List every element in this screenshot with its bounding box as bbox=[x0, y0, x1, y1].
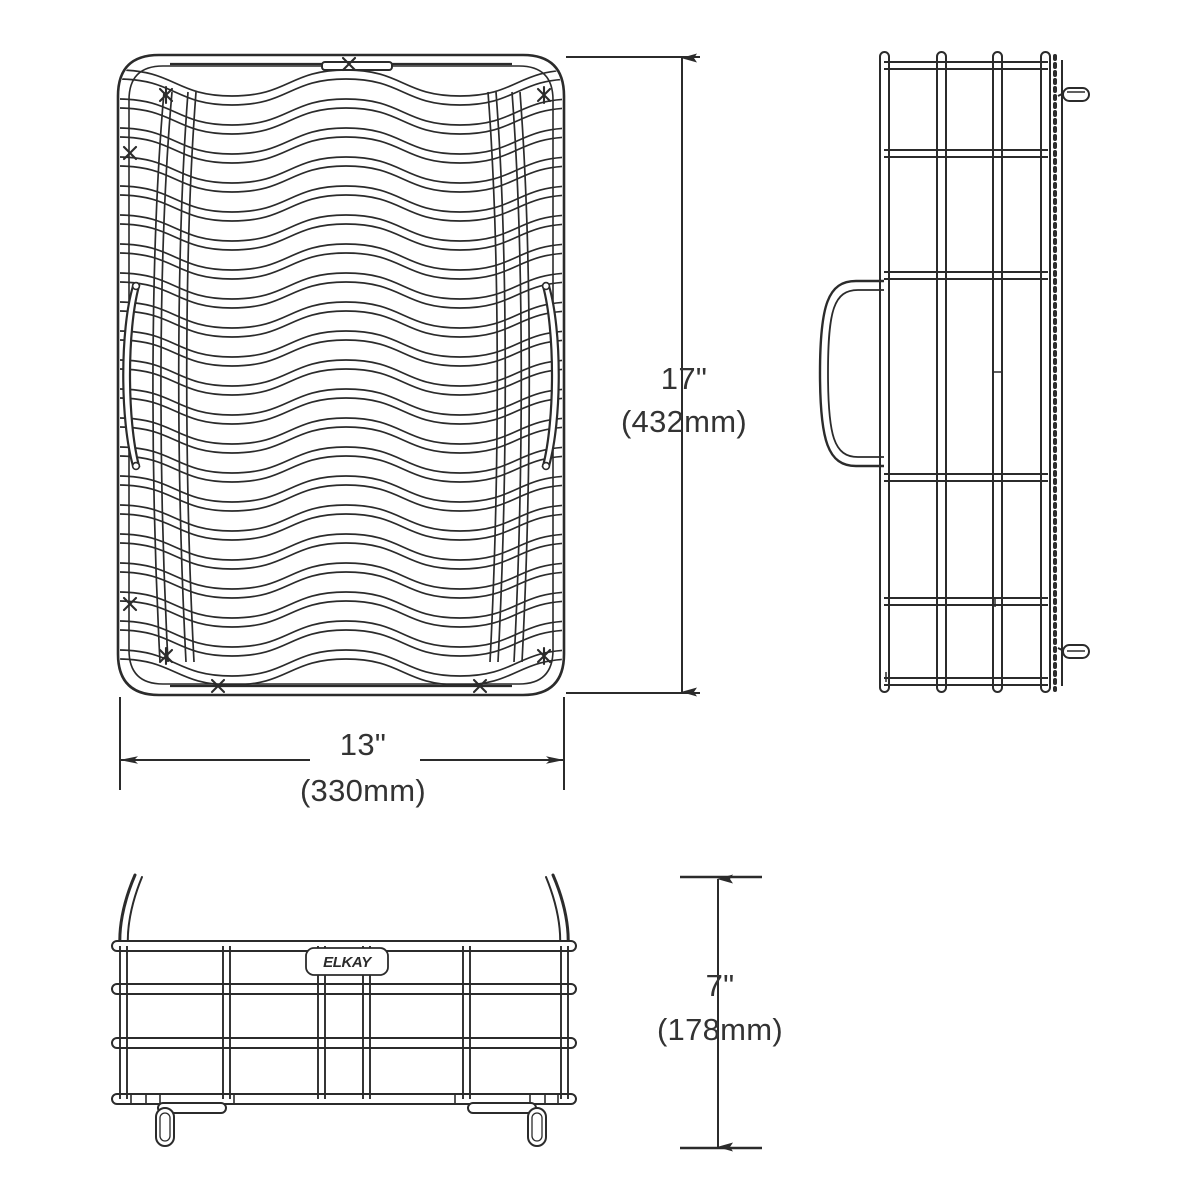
top-view-inner-rim bbox=[128, 65, 554, 685]
side-view-foot-top bbox=[1057, 87, 1090, 102]
front-view-logo-plate bbox=[305, 947, 389, 976]
dimension-width-imperial: 13" bbox=[340, 727, 386, 762]
front-view-foot-left bbox=[155, 1102, 227, 1147]
top-view-outer-rim bbox=[116, 53, 566, 697]
dimension-depth: 7" (178mm) bbox=[657, 874, 783, 1152]
dimension-height-metric: (432mm) bbox=[621, 404, 747, 439]
dimension-width-metric: (330mm) bbox=[300, 773, 426, 808]
front-view-horizontal-rails bbox=[111, 940, 577, 1105]
side-view-cross-wires bbox=[884, 61, 1048, 686]
side-view-tick-marks bbox=[885, 371, 1001, 682]
elkay-logo-text: ELKAY bbox=[323, 954, 373, 971]
side-view bbox=[818, 51, 1090, 693]
front-view-bottom-ticks bbox=[130, 1094, 559, 1103]
side-view-vertical-rails bbox=[879, 51, 1051, 693]
dimension-width: 13" (330mm) bbox=[119, 697, 565, 808]
dimension-height: 17" (432mm) bbox=[566, 53, 747, 697]
dimension-depth-metric: (178mm) bbox=[657, 1012, 783, 1047]
top-view bbox=[116, 53, 566, 697]
side-view-handle-loop-inner bbox=[827, 289, 884, 458]
front-view-foot-right bbox=[467, 1102, 547, 1147]
top-view-weld-markers bbox=[122, 56, 552, 694]
top-view-handle-end-dots bbox=[131, 281, 551, 471]
side-view-handle-loop bbox=[818, 279, 884, 468]
top-view-badge bbox=[321, 61, 393, 71]
top-view-support-wires bbox=[152, 91, 531, 663]
side-view-foot-bottom bbox=[1057, 644, 1090, 659]
dimension-depth-imperial: 7" bbox=[706, 968, 735, 1003]
dimension-height-imperial: 17" bbox=[661, 361, 707, 396]
front-view: ELKAY bbox=[111, 873, 577, 1147]
top-view-wavy-wires bbox=[120, 69, 562, 686]
